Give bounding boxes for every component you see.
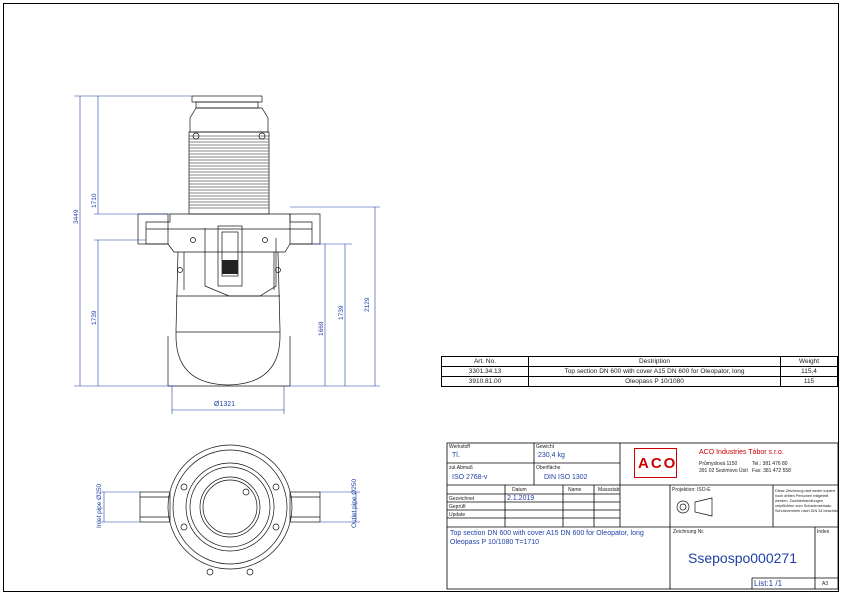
description-line-1: Top section DN 600 with cover A15 DN 600… xyxy=(450,530,644,537)
dim-upper-height: 1710 xyxy=(91,193,98,208)
table-row: 3301.34.13 Top section DN 600 with cover… xyxy=(441,366,838,377)
gewicht-label: Gewicht xyxy=(536,444,555,450)
neck-top xyxy=(189,107,269,133)
oberflache-value: DIN ISO 1302 xyxy=(544,474,588,481)
drawing-sheet xyxy=(3,3,839,592)
parts-table-header: Art. No. Destription Weight xyxy=(441,356,838,367)
drawing-number-label: Zeichnung Nr. xyxy=(673,529,705,535)
row-description: Top section DN 600 with cover A15 DN 600… xyxy=(528,366,781,377)
aco-logo: ACO xyxy=(634,448,677,478)
notice-line: verpflichten zum Schadensersatz. xyxy=(775,504,832,508)
notice-line: Diese Zeichnung darf weder kopiert xyxy=(775,489,835,493)
tank-body xyxy=(175,251,281,386)
gezeichnet-date: 2.1.2019 xyxy=(507,495,535,502)
drawing-number: Ssepospo000271 xyxy=(688,550,797,566)
dim-side-height: 2129 xyxy=(364,297,371,312)
top-view xyxy=(139,444,321,576)
cover-lid xyxy=(191,95,263,103)
header-weight: Weight xyxy=(780,356,838,367)
description-line-2: Oleopass P 10/1080 T=1710 xyxy=(450,539,540,546)
index-label: Index xyxy=(817,529,830,535)
notice-line: noch dritten Personen mitgeteilt xyxy=(775,494,829,498)
paper-format: A3 xyxy=(822,581,829,587)
massstab-label: Massstab xyxy=(598,487,620,493)
row-weight: 115 xyxy=(780,376,838,387)
row-art-no: 3910.81.00 xyxy=(441,376,529,387)
tank-shoulder xyxy=(145,213,313,253)
update-label: Update xyxy=(449,512,466,518)
parts-table: Art. No. Destription Weight 3301.34.13 T… xyxy=(441,356,838,387)
gepruft-label: Geprüft xyxy=(449,504,466,510)
projection-label: Projektion: ISO-E xyxy=(672,487,711,493)
gewicht-value: 230,4 kg xyxy=(538,452,565,459)
projection-symbol xyxy=(676,497,713,517)
werkstoff-label: Werkstoff xyxy=(449,444,470,450)
header-description: Destription xyxy=(528,356,781,367)
header-art-no: Art. No. xyxy=(441,356,529,367)
dim-inner-height: 1669 xyxy=(318,321,325,336)
row-weight: 115,4 xyxy=(780,366,838,377)
dim-overall-height: 3449 xyxy=(73,209,80,224)
notice-line: werden. Zuwiderhandlungen xyxy=(775,499,823,503)
riser-ribs xyxy=(189,135,269,209)
outlet-pipe-label: Outlet pipe Ø250 xyxy=(351,478,358,528)
gezeichnet-label: Gezeichnet xyxy=(449,496,475,502)
datum-label: Datum xyxy=(512,487,527,493)
inlet-pipe-label: Inlet pipe Ø250 xyxy=(96,483,103,528)
notice-line: Schutzvermerk nach DIN 34 beachten xyxy=(775,509,840,513)
table-row: 3910.81.00 Oleopass P 10/1080 115 xyxy=(441,376,838,387)
dim-lower-height: 1739 xyxy=(91,310,98,325)
sheet-number: List:1 /1 xyxy=(754,579,783,588)
company-fax: Fax: 381 472 558 xyxy=(752,468,791,474)
company-address-1: Průmyslová 1150 xyxy=(699,461,738,467)
dimension-lines xyxy=(74,95,380,414)
aco-logo-text: ACO xyxy=(638,455,678,472)
oberflache-label: Oberfläche xyxy=(536,465,561,471)
abmass-label: zul.Abmaß xyxy=(449,465,473,471)
abmass-value: ISO 2768-v xyxy=(452,474,488,481)
row-art-no: 3301.34.13 xyxy=(441,366,529,377)
notice-block: Diese Zeichnung darf weder kopiert noch … xyxy=(775,489,839,514)
dim-diameter: Ø1321 xyxy=(214,401,236,408)
company-name: ACO Industries Tábor s.r.o. xyxy=(699,449,784,456)
werkstoff-value: Tl. xyxy=(452,452,460,459)
company-tel: Tel.: 381 476 80 xyxy=(752,461,788,467)
dim-mid-height: 1739 xyxy=(338,305,345,320)
title-block-grid xyxy=(446,442,839,590)
company-address-2: 391 02 Sezimovo Ústí xyxy=(699,468,748,474)
row-description: Oleopass P 10/1080 xyxy=(528,376,781,387)
name-label: Name xyxy=(568,487,582,493)
